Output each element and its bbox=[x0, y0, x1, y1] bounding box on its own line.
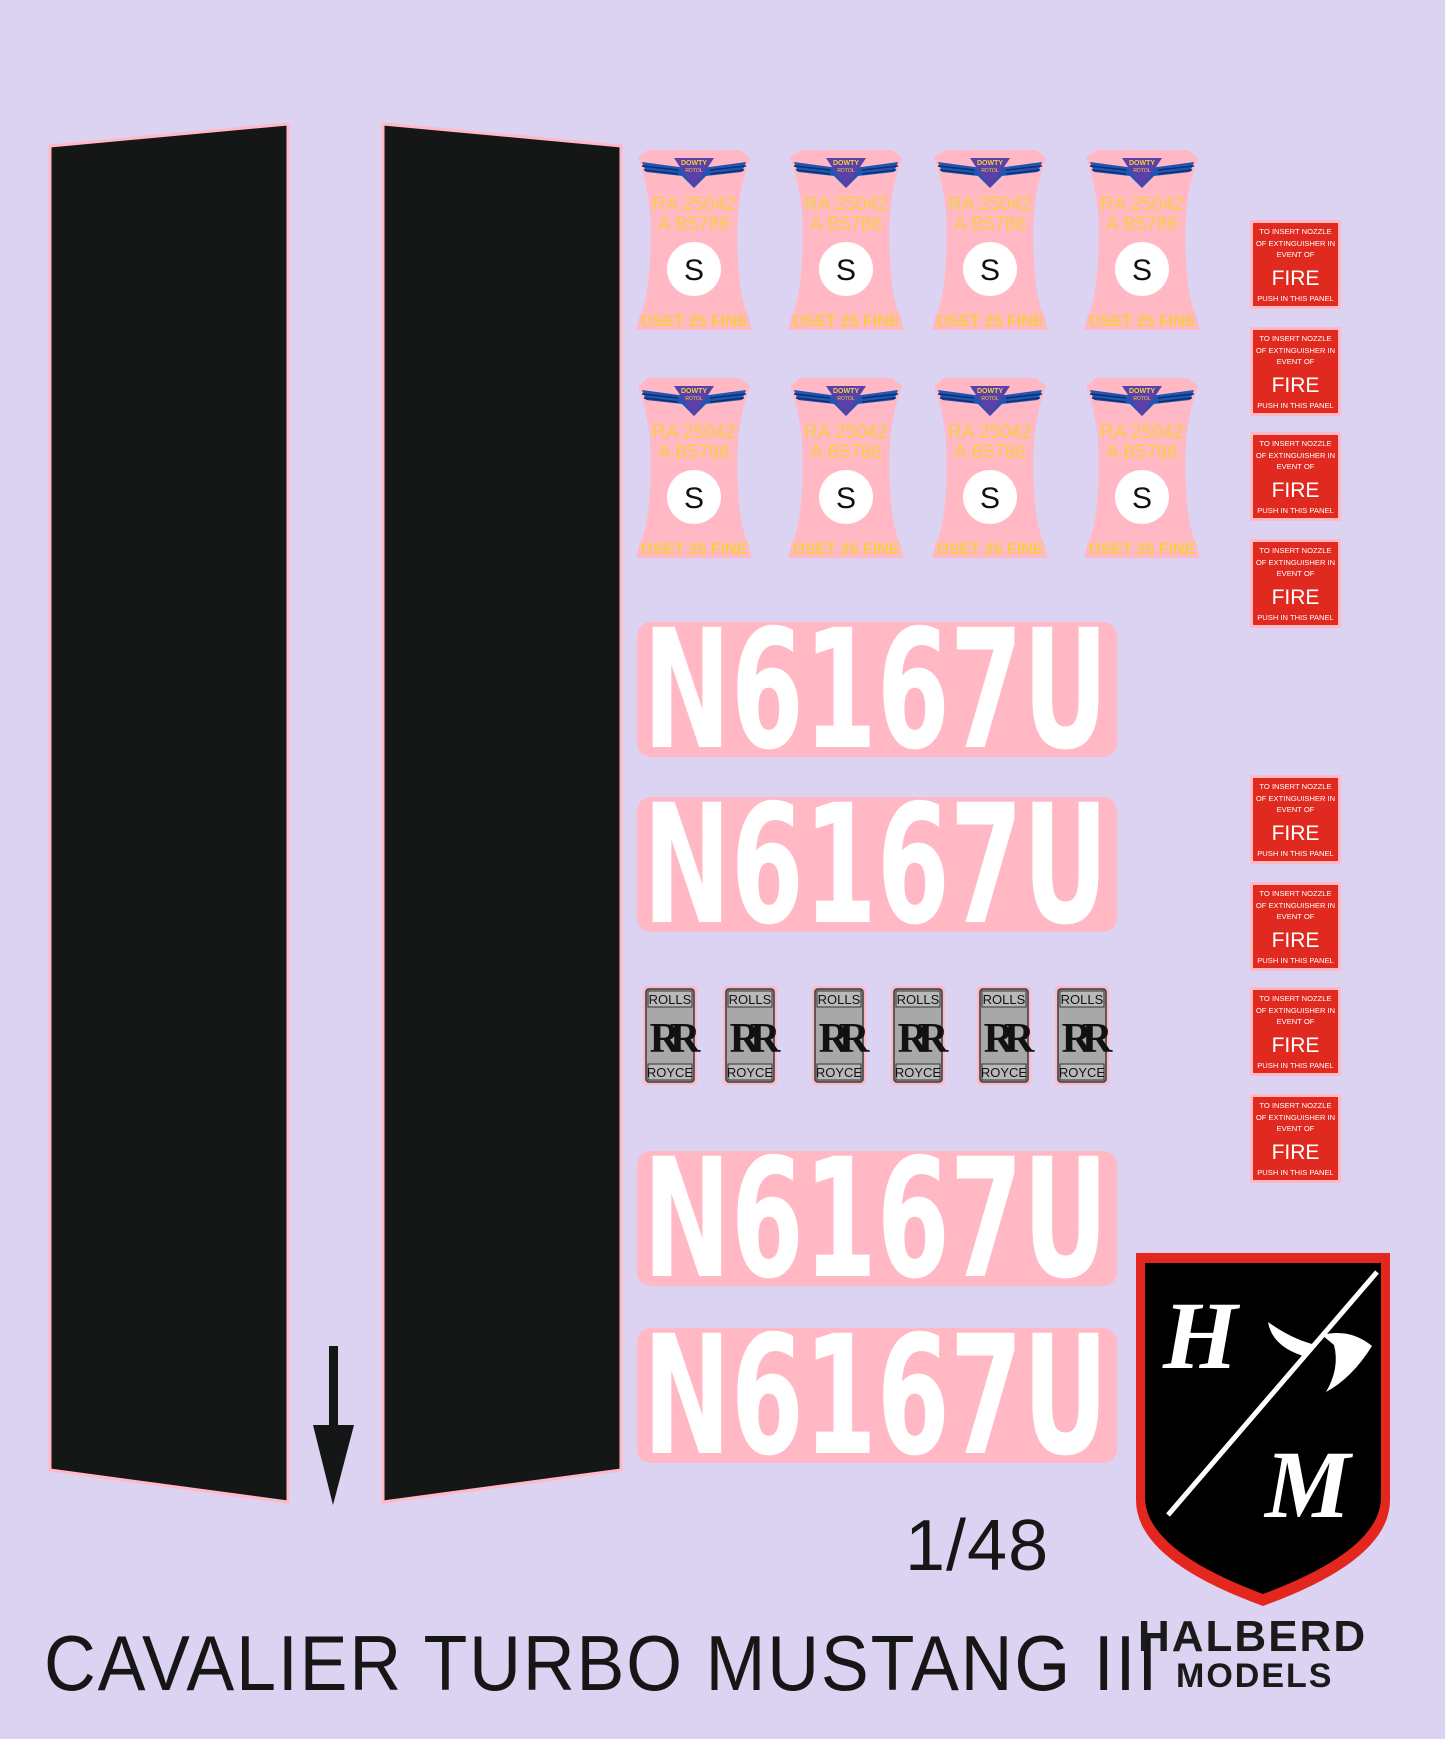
rolls-royce-badge bbox=[642, 985, 702, 1086]
rolls-royce-badge bbox=[890, 985, 950, 1086]
fire-panel bbox=[1250, 775, 1341, 864]
halberd-logo: H M bbox=[1136, 1253, 1390, 1606]
brand-name: HALBERD bbox=[1138, 1612, 1368, 1661]
scale-label: 1/48 bbox=[905, 1506, 1050, 1586]
dowty-decal bbox=[931, 377, 1049, 559]
black-panel-left bbox=[48, 122, 290, 1504]
registration-decal bbox=[637, 769, 1117, 961]
dowty-decal bbox=[931, 149, 1049, 331]
fire-panel bbox=[1250, 1094, 1341, 1183]
dowty-decal bbox=[787, 149, 905, 331]
registration-decal bbox=[637, 1300, 1117, 1492]
rolls-royce-badge bbox=[976, 985, 1036, 1086]
halberd-icon bbox=[1166, 1270, 1379, 1517]
dowty-decal bbox=[787, 377, 905, 559]
dowty-decal bbox=[1083, 149, 1201, 331]
fire-panel bbox=[1250, 327, 1341, 416]
registration-decal bbox=[637, 594, 1117, 786]
fire-panel bbox=[1250, 432, 1341, 521]
dowty-decal bbox=[1083, 377, 1201, 559]
dowty-decal bbox=[635, 149, 753, 331]
logo-letter-m: M bbox=[1263, 1431, 1354, 1538]
fire-panel bbox=[1250, 220, 1341, 309]
brand-subtitle: MODELS bbox=[1176, 1657, 1334, 1695]
rolls-royce-badge bbox=[811, 985, 871, 1086]
sheet-title: CAVALIER TURBO MUSTANG III bbox=[44, 1619, 1160, 1707]
rolls-royce-badge bbox=[1054, 985, 1114, 1086]
rolls-royce-badge bbox=[722, 985, 782, 1086]
registration-decal bbox=[637, 1123, 1117, 1315]
black-panel-right bbox=[381, 122, 623, 1504]
fire-panel bbox=[1250, 882, 1341, 971]
fire-panel bbox=[1250, 539, 1341, 628]
fire-panel bbox=[1250, 987, 1341, 1076]
logo-letter-h: H bbox=[1162, 1282, 1241, 1389]
down-arrow-icon bbox=[313, 1346, 354, 1505]
dowty-decal bbox=[635, 377, 753, 559]
